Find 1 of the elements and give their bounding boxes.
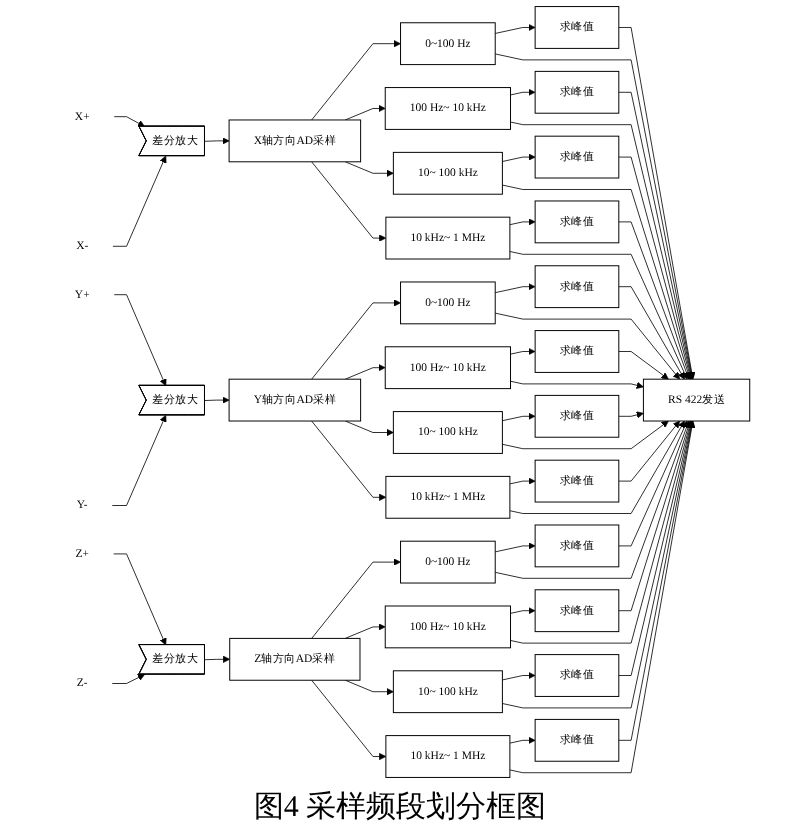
caption: 图4 采样频段划分框图 bbox=[253, 789, 547, 826]
